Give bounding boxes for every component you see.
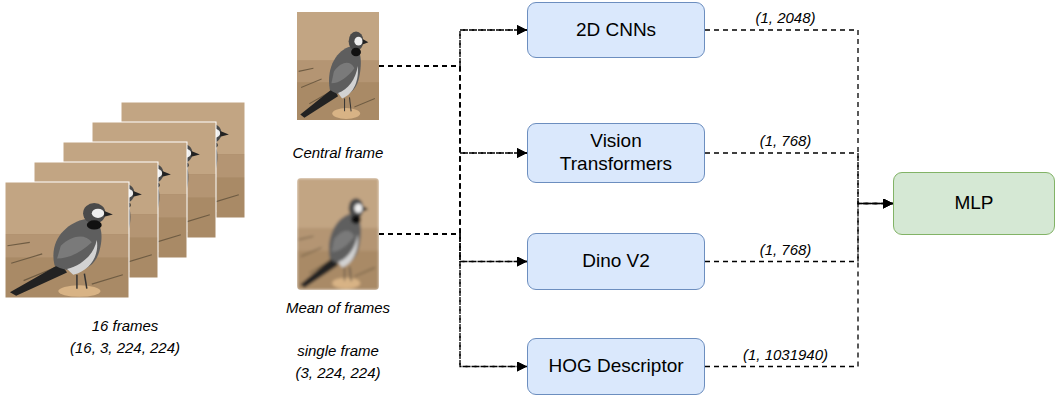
image-caption: Central frame (293, 144, 384, 161)
shape-label: (1, 2048) (753, 9, 817, 26)
shape-label: (1, 1031940) (741, 345, 830, 362)
shape-label: (1, 768) (758, 132, 814, 149)
shape-label: single frame (297, 342, 379, 359)
box-label: MLP (954, 192, 993, 215)
dashed-arrow (379, 66, 527, 262)
central-frame-node: Central frame (297, 12, 379, 120)
process-box: HOG Descriptor (527, 338, 705, 395)
process-box: 2D CNNs (527, 2, 705, 58)
dashed-arrow (379, 66, 527, 367)
box-label: 2D CNNs (576, 19, 656, 42)
dashed-arrow (379, 153, 527, 234)
classifier-box: MLP (893, 172, 1055, 235)
dashed-arrow (705, 204, 893, 262)
dashed-arrow (379, 30, 527, 234)
mean-frame-node: Mean of frames (297, 178, 379, 290)
dashed-arrow (379, 234, 527, 367)
box-label: Vision Transformers (549, 130, 684, 176)
dashed-arrow (379, 66, 527, 153)
mean-frame-image (297, 178, 379, 290)
process-box: Dino V2 (527, 233, 705, 290)
box-label: Dino V2 (582, 250, 650, 273)
box-label: HOG Descriptor (548, 355, 683, 378)
dashed-arrow (705, 153, 893, 204)
shape-label: (16, 3, 224, 224) (70, 339, 180, 356)
process-box: Vision Transformers (527, 123, 705, 183)
dashed-arrow (705, 204, 893, 367)
dashed-arrow (705, 30, 893, 204)
dashed-arrow (379, 30, 527, 66)
dashed-arrow (379, 234, 527, 262)
central-frame-image (297, 12, 379, 120)
shape-label: (1, 768) (758, 240, 814, 257)
image-caption: Mean of frames (286, 299, 390, 316)
shape-label: (3, 224, 224) (295, 364, 380, 381)
frame-stack (5, 102, 245, 298)
shape-label: 16 frames (92, 317, 159, 334)
